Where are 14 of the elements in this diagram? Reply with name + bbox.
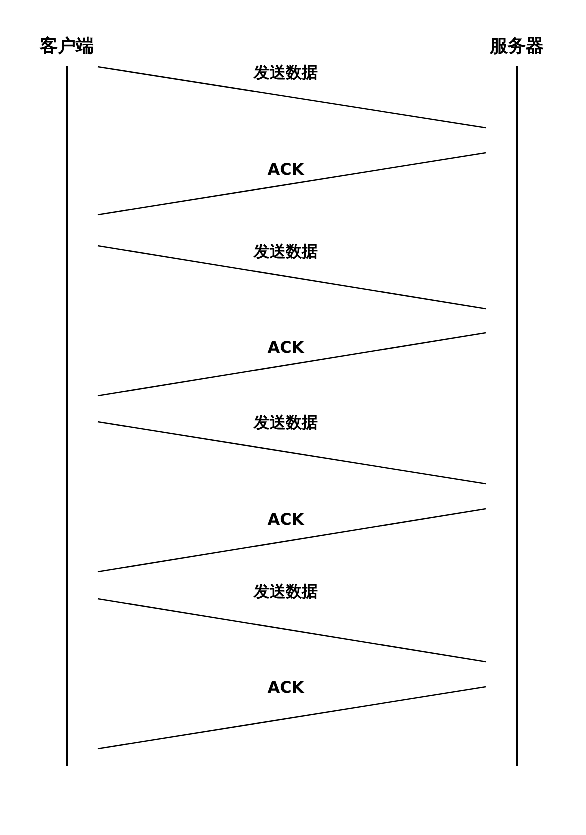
participant-label: 服务器 xyxy=(490,36,544,58)
message-line xyxy=(98,152,486,216)
message-line xyxy=(98,245,486,310)
message-line xyxy=(98,421,486,485)
participant-label: 客户端 xyxy=(40,36,94,58)
message-line xyxy=(98,508,486,573)
edge-label: 发送数据 xyxy=(252,242,320,262)
edge-label: 发送数据 xyxy=(252,582,320,602)
edge-label: 发送数据 xyxy=(252,413,320,433)
message-line xyxy=(98,66,486,129)
message-line xyxy=(98,686,486,750)
message-line xyxy=(98,598,486,663)
message-line xyxy=(98,332,486,397)
edge-label: 发送数据 xyxy=(252,63,320,83)
